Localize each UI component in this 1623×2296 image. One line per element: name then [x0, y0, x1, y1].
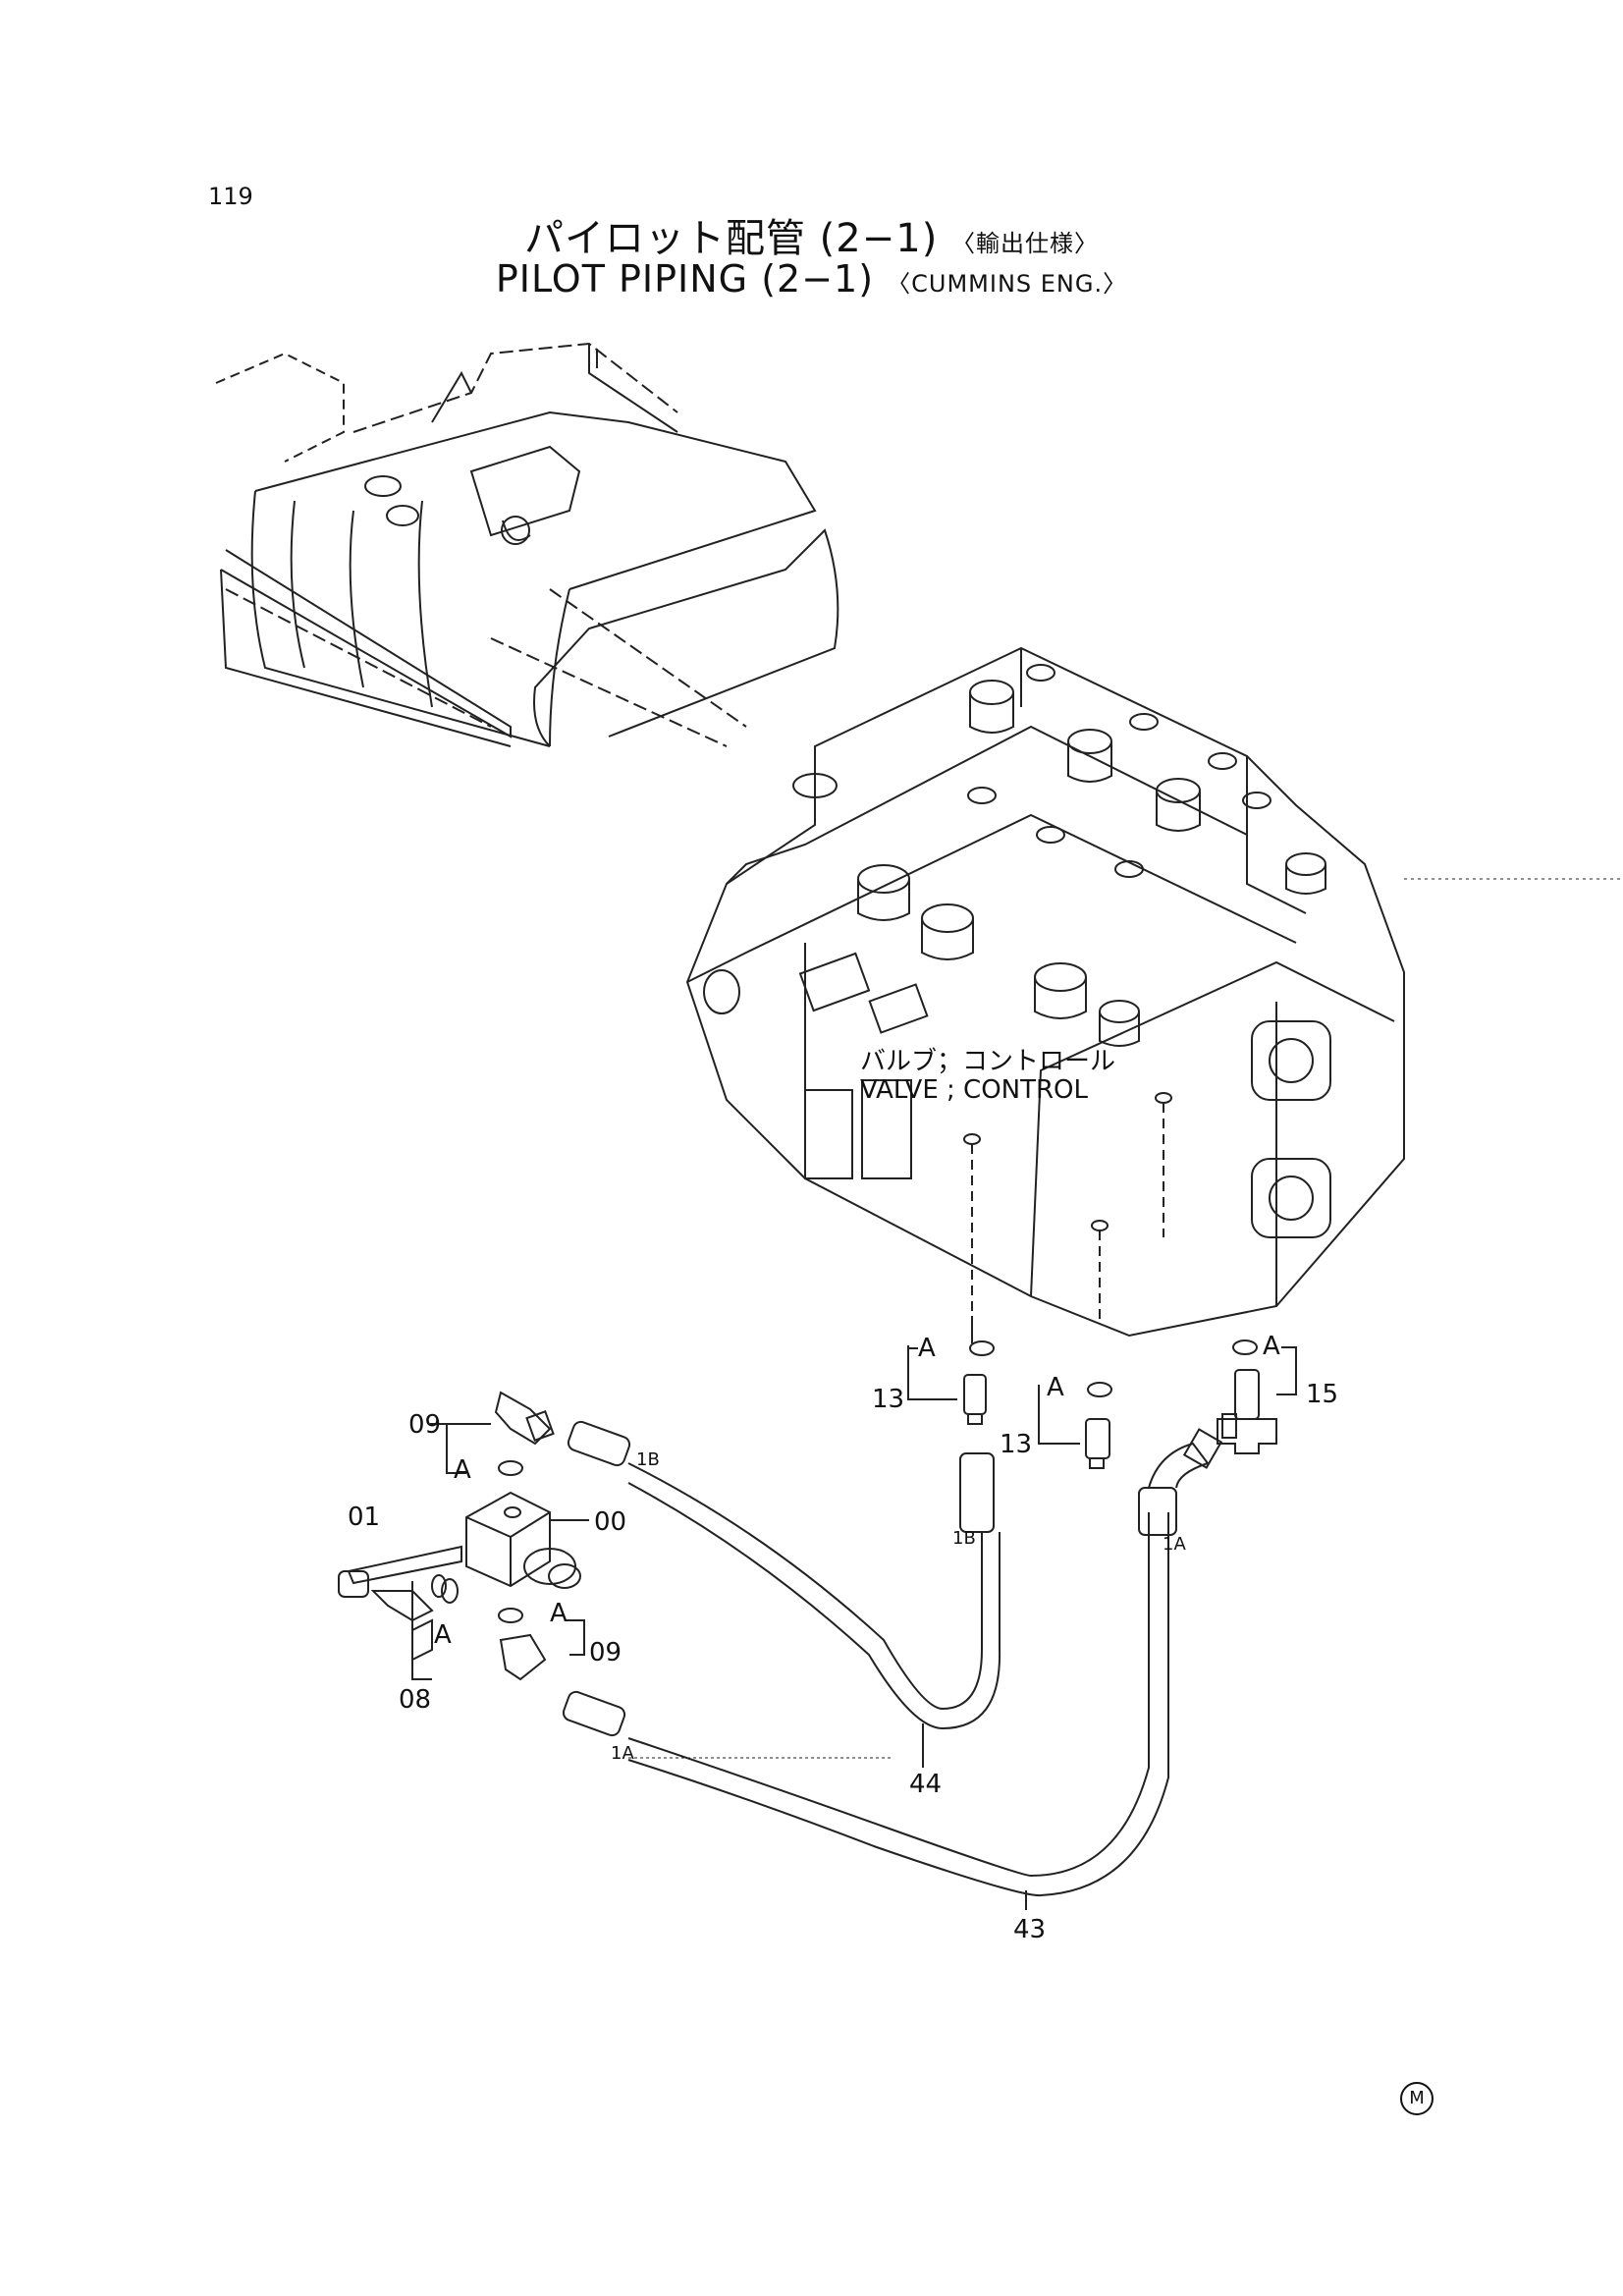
- callout-43: 43: [1013, 1915, 1047, 1944]
- hose-mark-1a-end: 1A: [1163, 1534, 1186, 1555]
- control-valve-drawing: [685, 646, 1623, 1338]
- callout-09-upper: 09: [408, 1410, 442, 1440]
- valve-label-jp: バルブ；コントロール: [860, 1047, 1116, 1076]
- callout-01: 01: [348, 1503, 381, 1532]
- callout-44: 44: [909, 1770, 943, 1799]
- callout-13-right: 13: [1000, 1430, 1033, 1459]
- title-japanese: パイロット配管 (2−1) 〈輸出仕様〉: [0, 206, 1623, 263]
- hose-mark-1b-end: 1B: [952, 1528, 976, 1549]
- callout-a-2: A: [1047, 1373, 1064, 1402]
- callout-a-4: A: [454, 1455, 471, 1485]
- valve-label-en: VALVE ; CONTROL: [860, 1075, 1089, 1105]
- corner-mark: M: [1400, 2082, 1434, 2115]
- valve-fittings: [907, 1316, 1297, 1469]
- callout-a-6: A: [550, 1599, 568, 1628]
- title-jp-main: パイロット配管 (2−1): [523, 216, 939, 261]
- callout-a-3: A: [1263, 1332, 1280, 1361]
- callout-13-left: 13: [872, 1385, 905, 1414]
- title-english: PILOT PIPING (2−1) 〈CUMMINS ENG.〉: [0, 257, 1623, 301]
- callout-00: 00: [594, 1507, 627, 1537]
- callout-15: 15: [1306, 1380, 1339, 1409]
- page-number: 119: [208, 183, 253, 210]
- title-en-spec: 〈CUMMINS ENG.〉: [887, 270, 1128, 298]
- pilot-block-assembly: [338, 1391, 589, 1681]
- title-jp-spec: 〈輸出仕様〉: [951, 230, 1100, 257]
- callout-09-lower: 09: [589, 1638, 622, 1667]
- hose-mark-1a-top: 1A: [611, 1743, 634, 1764]
- machine-body-drawing: [215, 342, 839, 747]
- title-en-main: PILOT PIPING (2−1): [495, 257, 875, 301]
- callout-a-5: A: [434, 1620, 452, 1650]
- callout-08: 08: [399, 1685, 432, 1715]
- hoses: [562, 1420, 1223, 1910]
- hose-mark-1b-top: 1B: [636, 1449, 660, 1470]
- callout-a-1: A: [918, 1334, 936, 1363]
